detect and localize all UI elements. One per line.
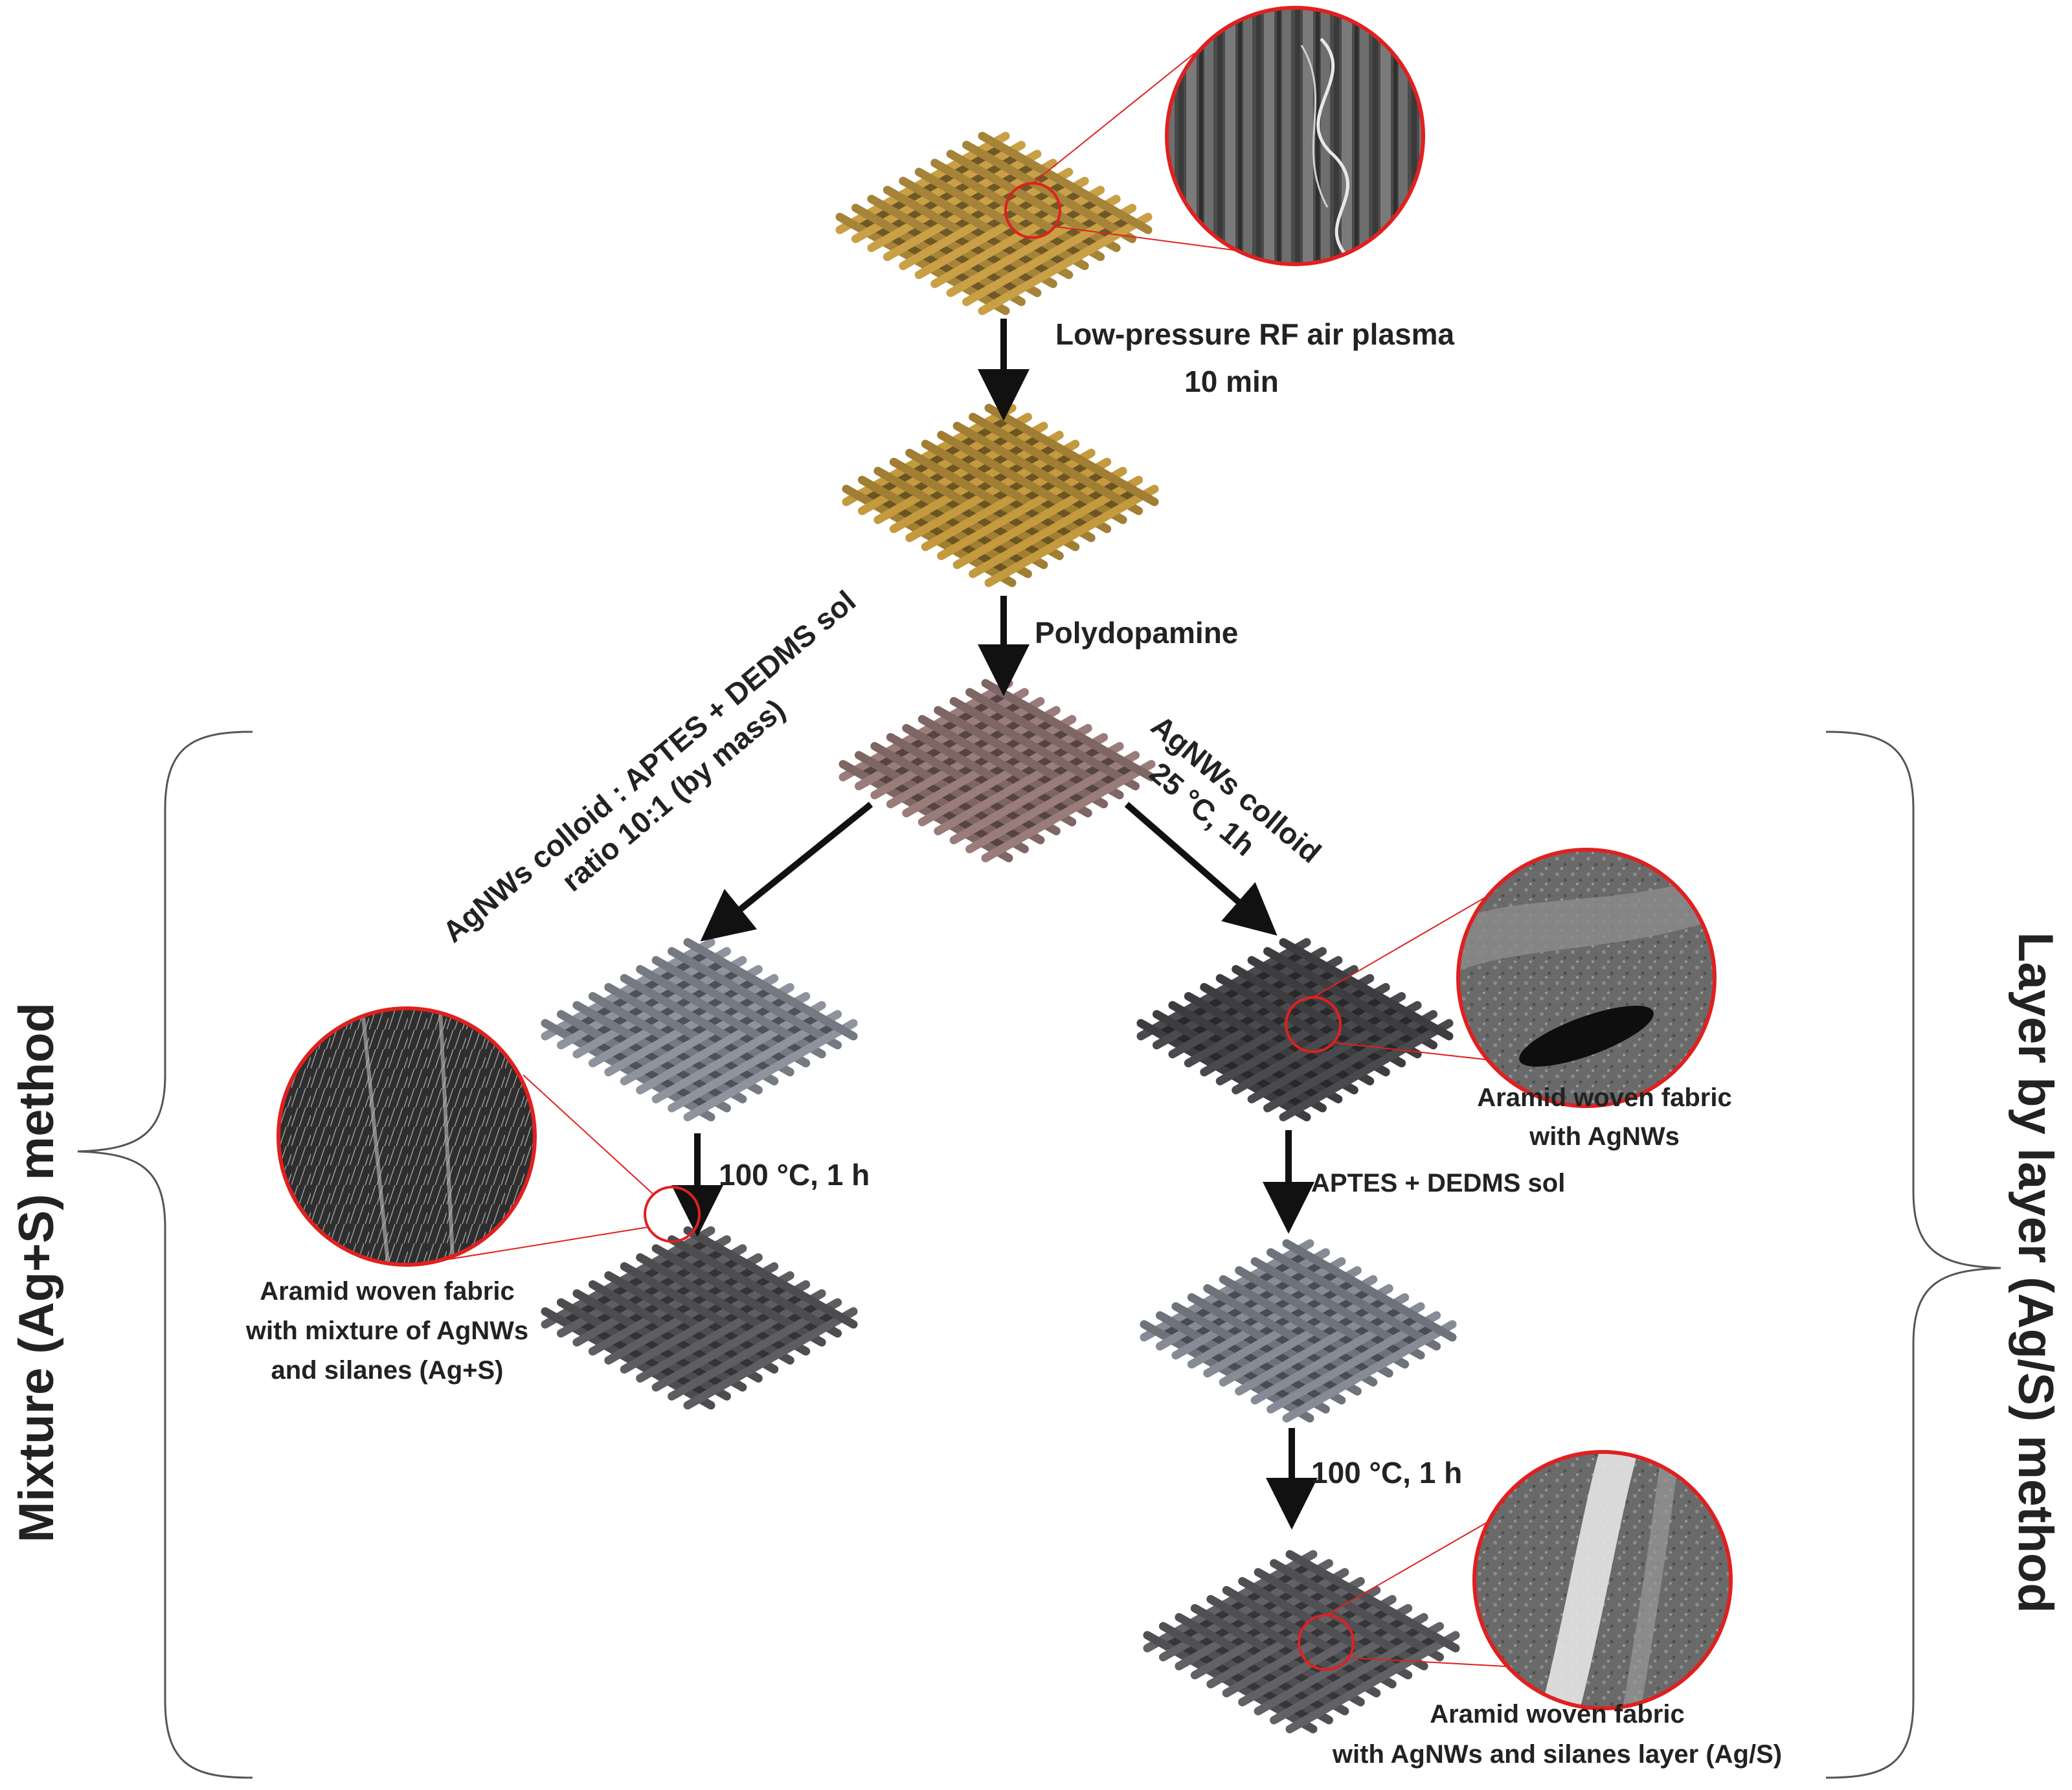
polydopamine-label: Polydopamine [1035, 616, 1238, 650]
layer-caption-line2: with AgNWs and silanes layer (Ag/S) [1332, 1740, 1782, 1769]
layer-caption-line1: Aramid woven fabric [1430, 1700, 1684, 1728]
process-arrows [671, 319, 1318, 1530]
mixture-method-label: Mixture (Ag+S) method [9, 1003, 64, 1543]
mixture-caption-line3: and silanes (Ag+S) [271, 1356, 504, 1385]
fabric-polydopamine [839, 679, 1156, 863]
sem-inset-layer [1298, 1450, 1733, 1710]
plasma-label-line2: 10 min [1184, 365, 1279, 398]
fabric-mixture-cured [541, 1226, 858, 1410]
left-brace [77, 731, 253, 1779]
right-brace [1825, 731, 2001, 1779]
plasma-label-line1: Low-pressure RF air plasma [1055, 317, 1454, 351]
sem-inset-agnws [1285, 848, 1717, 1108]
sem-inset-mixture [276, 1006, 701, 1267]
mixture-caption-line2: with mixture of AgNWs [245, 1317, 528, 1345]
silane-sol-label: APTES + DEDMS sol [1311, 1169, 1565, 1197]
agnws-fabric-caption-line2: with AgNWs [1529, 1122, 1680, 1151]
fabric-plasma-treated [842, 403, 1159, 587]
mix-sol-label-line1: AgNWs colloid : APTES + DEDMS sol [436, 583, 862, 949]
sem-image-mixture [276, 1006, 537, 1267]
fabric-mixture-coated [541, 938, 858, 1122]
sem-inset-top [1004, 6, 1425, 266]
arrow-mixture-branch [700, 802, 873, 942]
mixture-caption-line1: Aramid woven fabric [260, 1277, 514, 1306]
fabric-layer-cured [1143, 1550, 1460, 1734]
zoom-marker-mixture [644, 1186, 701, 1243]
agnws-fabric-caption-line1: Aramid woven fabric [1477, 1083, 1731, 1112]
cure-left-label: 100 °C, 1 h [719, 1158, 870, 1192]
sem-image-agnws [1456, 848, 1717, 1108]
fabric-pristine [835, 131, 1153, 315]
arrow-layer-branch [1124, 802, 1278, 936]
sem-image-top [1165, 6, 1425, 266]
fabric-silane-coated [1140, 1239, 1457, 1423]
layer-method-label: Layer by layer (Ag/S) method [2008, 932, 2063, 1613]
cure-right-label: 100 °C, 1 h [1311, 1456, 1462, 1490]
fabric-agnws [1136, 938, 1454, 1122]
sem-image-layer [1472, 1450, 1733, 1710]
